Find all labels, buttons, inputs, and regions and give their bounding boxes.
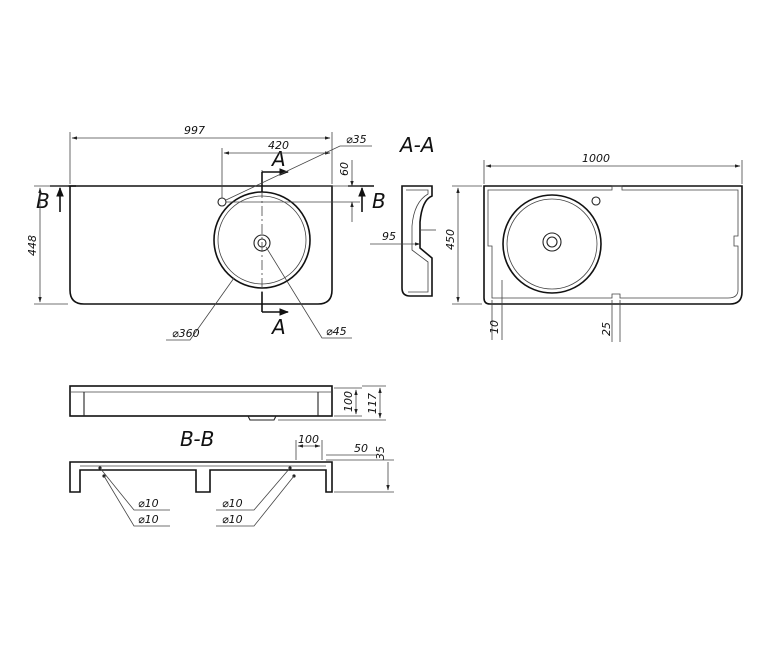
dim-bb-35: 35: [374, 446, 387, 460]
dim-depth-448: 448: [26, 235, 39, 256]
leader-hole-3: [216, 467, 291, 511]
bottom-drain-outer: [542, 232, 562, 252]
front-view: 100 117: [69, 385, 386, 421]
dim-height-117: 117: [366, 393, 379, 414]
dim-offset-10: 10: [488, 320, 501, 334]
dim-bowl-360: ⌀360: [172, 327, 200, 340]
dim-tap-hole-35: ⌀35: [346, 133, 367, 146]
dim-hole-3: ⌀10: [222, 497, 243, 510]
bottom-view-inner: [487, 185, 739, 299]
dim-hole-2: ⌀10: [138, 513, 159, 526]
dim-hole-4: ⌀10: [222, 513, 243, 526]
marker-a-bottom: A: [270, 315, 286, 339]
bottom-tap-hole: [591, 196, 601, 206]
marker-b-left: B: [36, 189, 50, 213]
dim-offset-420: 420: [268, 139, 289, 152]
section-aa-outline: [401, 185, 433, 297]
bottom-bowl-inner: [506, 198, 598, 290]
dim-hole-1: ⌀10: [138, 497, 159, 510]
bottom-view-outline: [483, 185, 743, 305]
section-aa-view: A-A 95: [370, 133, 436, 297]
front-view-drain: [247, 415, 277, 421]
section-aa-title: A-A: [398, 133, 435, 157]
dim-drain-95: 95: [382, 230, 396, 243]
dim-offset-25: 25: [600, 322, 613, 336]
dim-depth-450: 450: [444, 229, 457, 250]
dim-width-997: 997: [184, 124, 205, 137]
dim-width-1000: 1000: [582, 152, 610, 165]
dim-drain-45: ⌀45: [326, 325, 347, 338]
leader-hole-1: [99, 467, 170, 511]
leader-tap-hole: [225, 145, 372, 201]
front-view-outline: [69, 385, 333, 417]
marker-b-right: B: [372, 189, 386, 213]
section-bb-title: B-B: [180, 427, 214, 451]
bottom-view: 1000 450 10 25: [444, 152, 743, 342]
leader-bowl: [166, 277, 235, 341]
bottom-bowl-outer: [502, 194, 602, 294]
bottom-drain-inner: [546, 236, 558, 248]
dim-height-100: 100: [342, 391, 355, 412]
dim-edge-60: 60: [338, 162, 351, 176]
tap-hole: [217, 197, 227, 207]
leader-hole-2: [103, 475, 170, 527]
top-view-outline: [69, 185, 333, 305]
leader-drain: [265, 246, 352, 339]
section-bb-view: B-B 100 50 35 ⌀10 ⌀10 ⌀10 ⌀10: [69, 427, 394, 527]
dim-bb-100: 100: [298, 433, 319, 446]
top-view: A A B B 997 420 ⌀35 60 448 ⌀360: [26, 124, 386, 341]
section-bb-outline: [69, 461, 333, 493]
dim-bb-50: 50: [354, 442, 368, 455]
section-aa-inner: [406, 189, 429, 293]
leader-hole-4: [216, 475, 295, 527]
